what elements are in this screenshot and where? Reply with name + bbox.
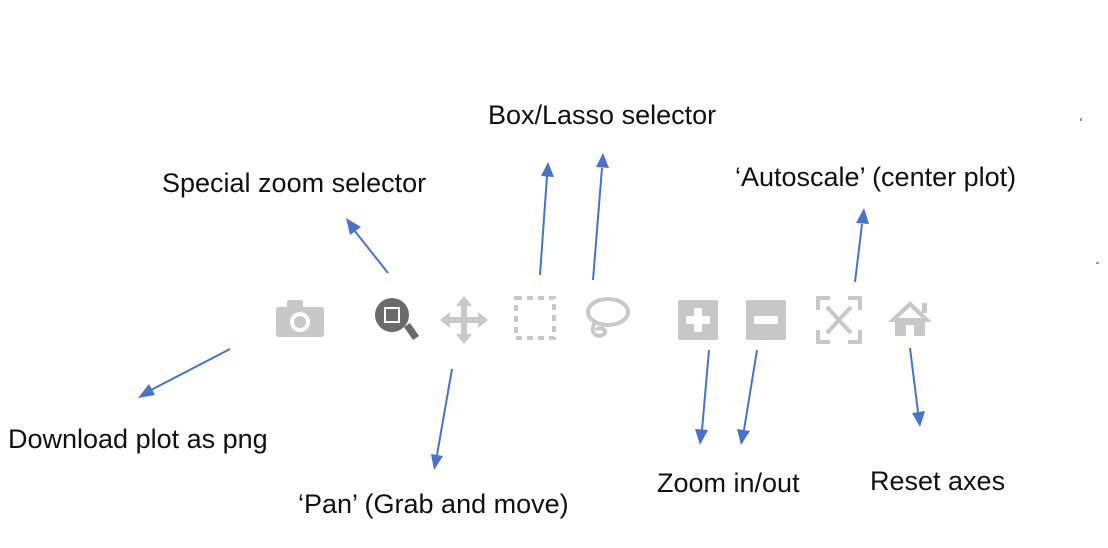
arrow-box-selector bbox=[539, 162, 554, 276]
camera-icon[interactable] bbox=[276, 300, 324, 337]
autoscale-label: ‘Autoscale’ (center plot) bbox=[735, 162, 1016, 192]
zoom-in-out-label: Zoom in/out bbox=[657, 468, 800, 498]
home-icon[interactable] bbox=[888, 301, 932, 336]
arrow-autoscale bbox=[854, 208, 869, 283]
lasso-icon[interactable] bbox=[586, 297, 630, 338]
arrow-download bbox=[138, 348, 231, 398]
arrow-pan bbox=[431, 368, 453, 470]
arrow-reset-axes bbox=[909, 347, 925, 427]
arrow-zoom-in bbox=[695, 349, 710, 445]
arrow-special-zoom bbox=[346, 218, 389, 274]
zoom-icon[interactable] bbox=[375, 298, 419, 340]
pan-label: ‘Pan’ (Grab and move) bbox=[298, 489, 569, 519]
download-label: Download plot as png bbox=[8, 424, 268, 454]
pan-icon[interactable] bbox=[440, 296, 488, 344]
annotation-labels: Box/Lasso selector Special zoom selector… bbox=[8, 100, 1016, 519]
zoom-out-icon[interactable] bbox=[746, 300, 786, 340]
box-select-icon[interactable] bbox=[514, 296, 556, 340]
edge-marks bbox=[1080, 118, 1099, 264]
reset-axes-label: Reset axes bbox=[870, 466, 1005, 496]
arrow-lasso-selector bbox=[592, 153, 609, 281]
box-lasso-label: Box/Lasso selector bbox=[488, 100, 716, 130]
autoscale-icon[interactable] bbox=[816, 296, 862, 344]
modebar bbox=[276, 296, 932, 344]
arrow-zoom-out bbox=[737, 349, 758, 445]
annotation-arrows bbox=[138, 153, 925, 470]
special-zoom-label: Special zoom selector bbox=[162, 168, 426, 198]
zoom-in-icon[interactable] bbox=[678, 300, 718, 340]
